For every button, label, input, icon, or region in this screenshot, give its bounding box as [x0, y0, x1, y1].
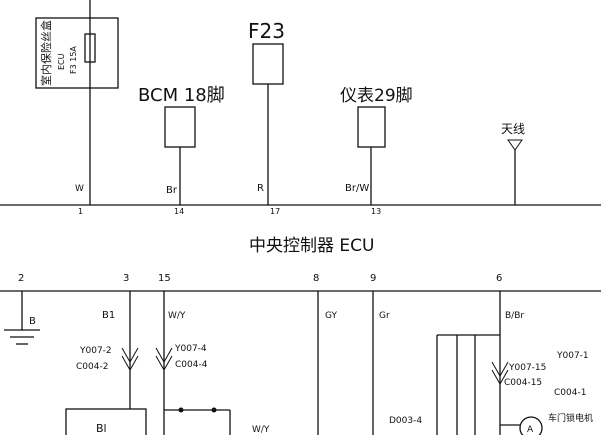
conn-y007-4: Y007-4 — [174, 344, 207, 354]
wire-label-b1: B1 — [102, 310, 115, 321]
bcm-label: BCM 18脚 — [138, 85, 225, 106]
conn-c004-15: C004-15 — [504, 378, 542, 388]
conn-d003-4: D003-4 — [389, 416, 422, 426]
f23-label: F23 — [248, 19, 285, 43]
pin-bottom-2: 2 — [18, 273, 24, 284]
antenna-icon: 天线 — [501, 122, 525, 205]
conn-y007-15: Y007-15 — [508, 363, 546, 373]
wire-label-gy: GY — [325, 311, 338, 321]
wire-label-wy: W/Y — [168, 311, 186, 321]
fuse-rating-label: F3 15A — [69, 46, 78, 74]
wire-label-bbr: B/Br — [505, 311, 524, 321]
connector-chevron-3 — [491, 361, 509, 386]
pin-bottom-8: 8 — [313, 273, 319, 284]
pin-label-top-1: 1 — [78, 207, 83, 216]
pin-bottom-3: 3 — [123, 273, 129, 284]
fuse-ecu-label: ECU — [57, 53, 66, 70]
f23-block: F23 R 17 — [248, 19, 285, 216]
bcm-pin-label: 14 — [174, 207, 184, 216]
fuse-box-label: 室内保险丝盒 — [39, 20, 53, 86]
bcm-wire-label: Br — [166, 185, 178, 196]
pin-bottom-9: 9 — [370, 273, 376, 284]
ecu-title: 中央控制器 ECU — [249, 236, 374, 256]
conn-c004-2: C004-2 — [76, 362, 108, 372]
motor-label: 车门锁电机 — [548, 412, 593, 424]
pin-bottom-6: 6 — [496, 273, 502, 284]
meter-wire-label: Br/W — [345, 183, 369, 194]
ground-icon: B — [4, 291, 40, 345]
f23-pin-label: 17 — [270, 207, 280, 216]
pin-bottom-15: 15 — [158, 273, 171, 284]
motor-symbol: A — [527, 425, 534, 435]
f23-wire-label: R — [257, 183, 264, 194]
conn-y007-2: Y007-2 — [79, 346, 112, 356]
connector-chevron-1 — [121, 347, 139, 372]
conn-c004-4: C004-4 — [175, 360, 208, 370]
wire-label-wy-bottom: W/Y — [252, 425, 270, 435]
meter-label: 仪表29脚 — [340, 86, 413, 106]
conn-y007-1: Y007-1 — [556, 351, 589, 361]
motor-icon — [519, 416, 543, 435]
meter-block: 仪表29脚 Br/W 13 — [340, 86, 413, 216]
antenna-label: 天线 — [501, 122, 525, 136]
relay-box-bl — [65, 408, 147, 435]
wire-label-w-top: W — [75, 184, 84, 194]
fuse-box: 室内保险丝盒 ECU F3 15A — [35, 17, 119, 89]
connector-chevron-2 — [155, 347, 173, 372]
relay-box-bl-label: Bl — [96, 422, 107, 435]
wire-label-b: B — [29, 316, 36, 327]
conn-c004-1: C004-1 — [554, 388, 586, 398]
meter-pin-label: 13 — [371, 207, 381, 216]
wire-label-gr: Gr — [379, 311, 390, 321]
bcm-block: BCM 18脚 Br 14 — [138, 85, 225, 216]
